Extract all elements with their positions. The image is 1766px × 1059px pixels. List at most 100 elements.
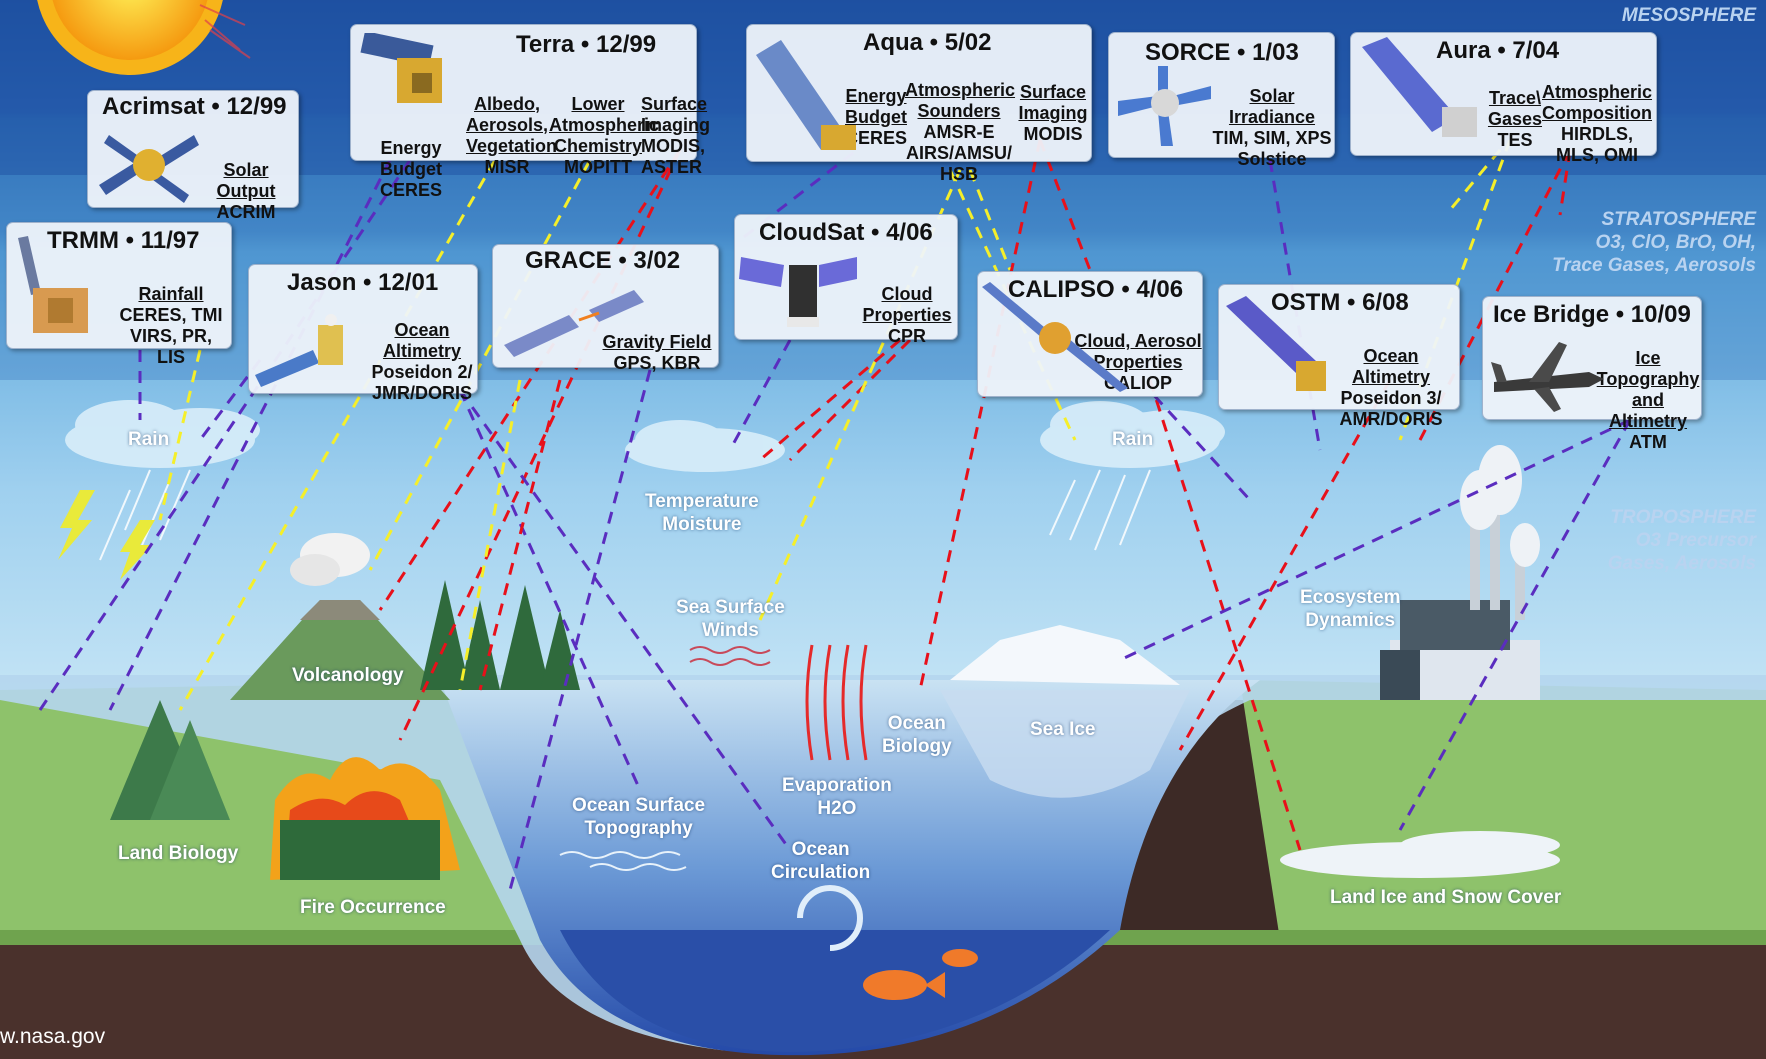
evaporation-label: Evaporation H2O xyxy=(782,775,892,819)
fire-occurrence-label: Fire Occurrence xyxy=(300,897,446,918)
rain-streaks-left xyxy=(99,469,191,561)
mesosphere-label: MESOSPHERE xyxy=(1621,5,1756,26)
surface-waves-icon xyxy=(559,851,687,871)
cloudsat-title: CloudSat • 4/06 xyxy=(759,219,933,246)
measurement-line xyxy=(1178,379,1392,751)
measurement-line xyxy=(788,338,912,462)
jason-satellite-icon xyxy=(255,314,343,387)
acrimsat-satellite-icon xyxy=(99,135,199,203)
trmm-title: TRMM • 11/97 xyxy=(47,227,200,254)
measurement-line xyxy=(108,159,392,711)
factory-icon xyxy=(1380,445,1540,700)
measurement-line xyxy=(458,389,792,851)
measurement-line xyxy=(458,389,642,791)
calipso-panel[interactable]: CALIPSO • 4/06 Cloud, Aerosol Properties… xyxy=(977,271,1203,397)
circulation-icon xyxy=(797,885,863,951)
icebridge-title: Ice Bridge • 10/09 xyxy=(1493,301,1691,328)
trmm-satellite-icon xyxy=(18,236,88,333)
measurement-line xyxy=(478,379,562,691)
land-ice-snow-label: Land Ice and Snow Cover xyxy=(1330,887,1562,908)
jason-title: Jason • 12/01 xyxy=(287,269,439,296)
ostm-title: OSTM • 6/08 xyxy=(1271,289,1409,316)
measurement-line xyxy=(918,139,1042,691)
measurement-line xyxy=(1138,378,1252,502)
volcano-icon xyxy=(230,533,450,700)
nasa-credit: w.nasa.gov xyxy=(0,1025,106,1048)
ecosystem-dynamics-label: Ecosystem Dynamics xyxy=(1300,587,1401,631)
icebridge-panel[interactable]: Ice Bridge • 10/09 Ice Topography and Al… xyxy=(1482,296,1702,452)
measurement-line xyxy=(758,169,962,621)
grace-satellite-icon xyxy=(504,290,644,357)
measurement-line xyxy=(1398,139,1512,441)
cloudsat-satellite-icon xyxy=(739,257,857,327)
rain-streaks-right xyxy=(1049,469,1151,551)
grace-title: GRACE • 3/02 xyxy=(525,247,681,274)
measurement-line xyxy=(1448,149,1502,211)
stratosphere-label: STRATOSPHERE O3, ClO, BrO, OH, Trace Gas… xyxy=(1552,209,1756,276)
acrimsat-title: Acrimsat • 12/99 xyxy=(102,93,287,120)
terra-satellite-icon xyxy=(360,33,442,103)
rain-left-label: Rain xyxy=(128,429,170,450)
measurement-line xyxy=(158,349,202,521)
measurement-line xyxy=(38,159,412,711)
fire-icon xyxy=(270,757,460,880)
measurement-line xyxy=(1558,149,1572,216)
sorce-satellite-icon xyxy=(1118,66,1211,146)
aura-satellite-icon xyxy=(1362,37,1477,137)
measurement-line xyxy=(198,359,262,441)
land-biology-label: Land Biology xyxy=(118,843,239,864)
measurement-line xyxy=(968,169,1012,271)
airplane-icon xyxy=(1491,342,1604,412)
sorce-title: SORCE • 1/03 xyxy=(1145,39,1299,66)
ocean-biology-label: Ocean Biology xyxy=(882,713,952,757)
troposphere-label: TROPOSPHERE O3 Precursor Gases, Aerosols xyxy=(1607,507,1756,574)
rain-right-label: Rain xyxy=(1112,429,1154,450)
measurement-line xyxy=(368,159,592,571)
measurement-line xyxy=(508,369,652,891)
temperature-moisture-label: Temperature Moisture xyxy=(645,491,759,535)
aqua-title: Aqua • 5/02 xyxy=(863,29,992,56)
calipso-title: CALIPSO • 4/06 xyxy=(1008,276,1184,303)
ocean-surface-topography-label: Ocean Surface Topography xyxy=(572,795,706,839)
aqua-satellite-icon xyxy=(756,40,856,150)
calipso-satellite-icon xyxy=(982,282,1128,392)
measurement-line xyxy=(178,159,497,711)
wind-waves-icon xyxy=(689,646,771,666)
aura-title: Aura • 7/04 xyxy=(1436,37,1560,64)
measurement-line xyxy=(1398,419,1632,831)
sea-surface-winds-label: Sea Surface Winds xyxy=(676,597,785,641)
terra-energy-budget: Energy Budget CERES xyxy=(379,138,442,200)
terra-panel[interactable]: Terra • 12/99 Energy Budget CERES Albedo… xyxy=(350,24,710,200)
measurement-line xyxy=(378,149,682,611)
measurement-line xyxy=(759,338,901,462)
measurement-line xyxy=(1119,418,1631,662)
forest-icon xyxy=(110,580,580,820)
snow-icon xyxy=(1280,831,1560,878)
iceberg-icon xyxy=(940,625,1190,798)
sea-ice-label: Sea Ice xyxy=(1030,719,1096,740)
measurement-line xyxy=(458,379,522,691)
